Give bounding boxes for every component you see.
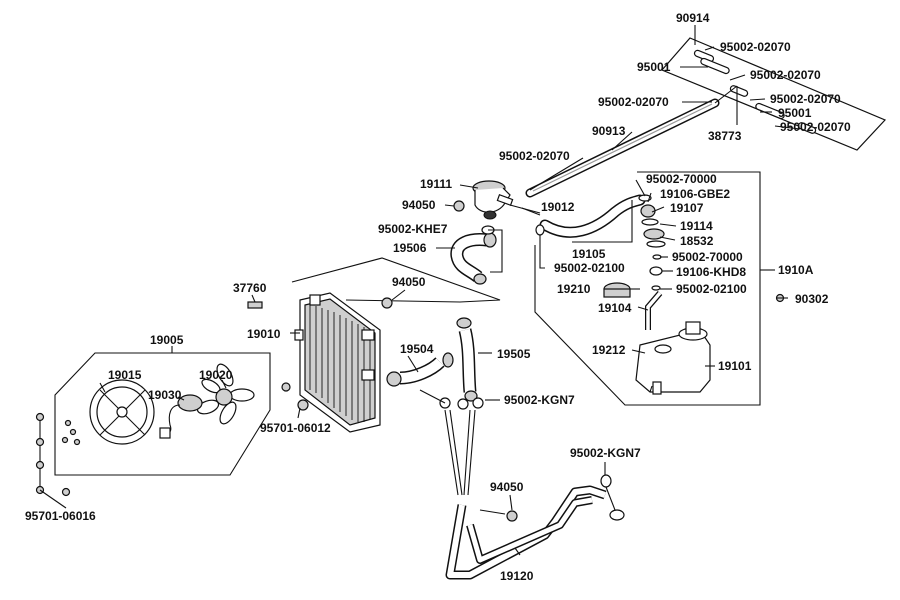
clamp-95002-02100-a bbox=[535, 224, 545, 269]
hose-19505 bbox=[456, 317, 492, 402]
pipe-19120 bbox=[445, 485, 607, 580]
label-19101: 19101 bbox=[718, 359, 752, 373]
shroud-screws bbox=[61, 419, 81, 446]
leaders-top bbox=[529, 46, 801, 191]
label-95002-02100-a: 95002-02100 bbox=[554, 261, 625, 275]
hose-19105 bbox=[539, 194, 646, 243]
tank-group-frame bbox=[534, 171, 775, 406]
label-90914: 90914 bbox=[676, 11, 710, 25]
bolt-94050-b bbox=[381, 289, 406, 309]
label-19114: 19114 bbox=[680, 219, 713, 233]
label-37760: 37760 bbox=[233, 281, 267, 295]
sensor-37760 bbox=[247, 294, 263, 309]
label-19005: 19005 bbox=[150, 333, 184, 347]
fan-motor-19030 bbox=[159, 394, 203, 439]
label-95002-KGN7-a: 95002-KGN7 bbox=[504, 393, 575, 407]
label-95002-02070-f: 95002-02070 bbox=[499, 149, 570, 163]
label-95002-02100-b: 95002-02100 bbox=[676, 282, 747, 296]
label-19020: 19020 bbox=[199, 368, 233, 382]
label-95001-a: 95001 bbox=[637, 60, 671, 74]
label-95002-KGN7-b: 95002-KGN7 bbox=[570, 446, 641, 460]
label-95701-06012: 95701-06012 bbox=[260, 421, 331, 435]
leaders-to-pipe bbox=[444, 409, 476, 496]
label-95001-b: 95001 bbox=[778, 106, 812, 120]
label-94050-a: 94050 bbox=[402, 198, 436, 212]
label-95002-02070-b: 95002-02070 bbox=[750, 68, 821, 82]
label-1910A: 1910A bbox=[778, 263, 814, 277]
hose-19504 bbox=[386, 352, 454, 387]
reservoir-tank-19101 bbox=[635, 321, 711, 395]
label-19505: 19505 bbox=[497, 347, 531, 361]
label-19506: 19506 bbox=[393, 241, 427, 255]
label-95002-70000-b: 95002-70000 bbox=[672, 250, 743, 264]
label-19210: 19210 bbox=[557, 282, 591, 296]
label-19104: 19104 bbox=[598, 301, 632, 315]
bolt-94050-a bbox=[444, 200, 465, 212]
label-95002-02070-d: 95002-02070 bbox=[770, 92, 841, 106]
clamps-95002-KGN7-a bbox=[419, 389, 500, 410]
hose-19506 bbox=[436, 225, 503, 285]
fan-group-frame bbox=[54, 346, 271, 476]
label-19111: 19111 bbox=[420, 177, 452, 191]
label-90913: 90913 bbox=[592, 124, 626, 138]
label-19030: 19030 bbox=[148, 388, 182, 402]
label-94050-b: 94050 bbox=[392, 275, 426, 289]
label-94050-c: 94050 bbox=[490, 480, 524, 494]
label-19015: 19015 bbox=[108, 368, 142, 382]
clamps-95002-KGN7-b bbox=[600, 462, 625, 521]
label-19504: 19504 bbox=[400, 342, 434, 356]
label-19107: 19107 bbox=[670, 201, 704, 215]
label-19105: 19105 bbox=[572, 247, 606, 261]
screw-90302 bbox=[775, 293, 785, 303]
label-19120: 19120 bbox=[500, 569, 534, 583]
thermostat-housing-19111 bbox=[459, 180, 514, 220]
bolts-95701-06016 bbox=[35, 412, 71, 509]
label-95701-06016: 95701-06016 bbox=[25, 509, 96, 523]
label-19012: 19012 bbox=[541, 200, 575, 214]
bolt-95701-06012 bbox=[281, 382, 309, 419]
label-19106-KHD8: 19106-KHD8 bbox=[676, 265, 746, 279]
label-95002-KHE7: 95002-KHE7 bbox=[378, 222, 448, 236]
label-95002-02070-a: 95002-02070 bbox=[720, 40, 791, 54]
label-95002-02070-e: 95002-02070 bbox=[780, 120, 851, 134]
label-18532: 18532 bbox=[680, 234, 714, 248]
fan-19020 bbox=[196, 363, 255, 425]
label-19010: 19010 bbox=[247, 327, 281, 341]
fitting-19012 bbox=[509, 204, 541, 216]
label-38773: 38773 bbox=[708, 129, 742, 143]
leader-box-radiator bbox=[291, 257, 501, 303]
label-90302: 90302 bbox=[795, 292, 829, 306]
callout-labels: 90914 95002-02070 95001 95002-02070 9500… bbox=[25, 11, 851, 583]
label-95002-70000-a: 95002-70000 bbox=[646, 172, 717, 186]
rod-90913 bbox=[525, 85, 738, 198]
fan-shroud-19015 bbox=[89, 379, 155, 445]
label-19106-GBE2: 19106-GBE2 bbox=[660, 187, 730, 201]
tube-19104 bbox=[645, 291, 663, 330]
radiator-19010 bbox=[290, 292, 381, 433]
leaders-tank bbox=[630, 179, 788, 367]
bolt-94050-c bbox=[479, 494, 518, 522]
bracket-plate-90914 bbox=[660, 25, 887, 151]
label-19212: 19212 bbox=[592, 343, 626, 357]
label-95002-02070-c: 95002-02070 bbox=[598, 95, 669, 109]
